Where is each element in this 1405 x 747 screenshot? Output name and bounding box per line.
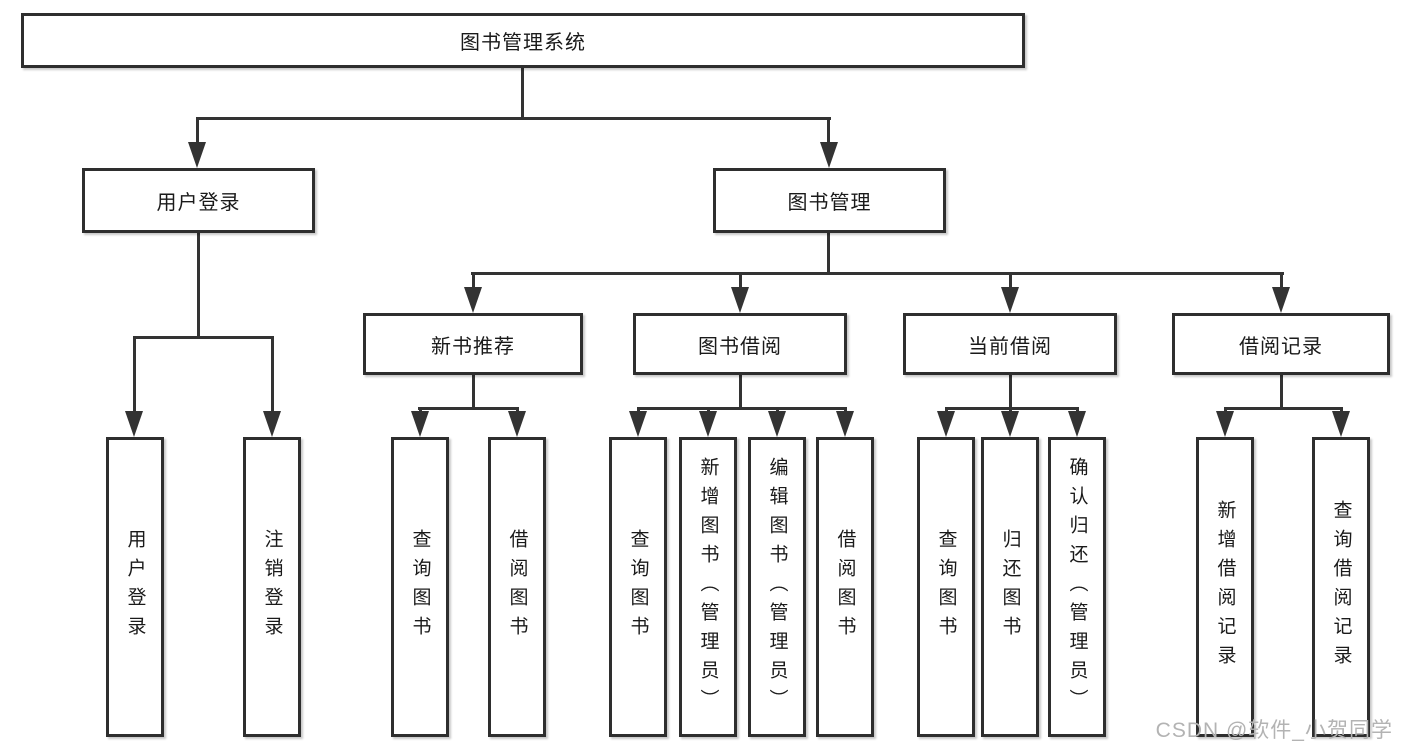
- leaf-logout: 注销登录: [243, 437, 301, 737]
- leaf-current-query-books: 查询图书: [917, 437, 975, 737]
- connector-book-borrow-split: [637, 407, 847, 410]
- arrow-down-icon: [1332, 411, 1350, 437]
- leaf-confirm-return-admin-label: 确认归还（管理员）: [1066, 456, 1088, 718]
- connector-to-user-login: [196, 117, 199, 145]
- node-book-borrow: 图书借阅: [633, 313, 847, 375]
- arrow-down-icon: [411, 411, 429, 437]
- node-current-borrow: 当前借阅: [903, 313, 1117, 375]
- connector-borrow-records-split: [1224, 407, 1343, 410]
- arrow-down-icon: [937, 411, 955, 437]
- connector-to-new-book-rec: [472, 272, 475, 290]
- leaf-edit-book-admin: 编辑图书（管理员）: [748, 437, 806, 737]
- node-user-login-label: 用户登录: [156, 192, 241, 214]
- leaf-add-borrow-record-label: 新增借阅记录: [1214, 500, 1236, 674]
- node-root: 图书管理系统: [21, 13, 1025, 68]
- connector-to-current-borrow: [1009, 272, 1012, 290]
- leaf-query-borrow-record-label: 查询借阅记录: [1330, 500, 1352, 674]
- connector-book-borrow-stem: [739, 375, 742, 408]
- leaf-logout-label: 注销登录: [261, 529, 283, 645]
- arrow-down-icon: [1272, 287, 1290, 313]
- arrow-down-icon: [699, 411, 717, 437]
- arrow-down-icon: [464, 287, 482, 313]
- arrow-down-icon: [263, 411, 281, 437]
- arrow-down-icon: [731, 287, 749, 313]
- arrow-down-icon: [768, 411, 786, 437]
- node-new-book-recommend: 新书推荐: [363, 313, 583, 375]
- node-book-borrow-label: 图书借阅: [698, 335, 782, 358]
- connector-to-leaf-login: [133, 336, 136, 414]
- leaf-confirm-return-admin: 确认归还（管理员）: [1048, 437, 1106, 737]
- leaf-user-login-label: 用户登录: [124, 529, 146, 645]
- node-root-label: 图书管理系统: [460, 32, 586, 54]
- connector-book-mgmt-stem: [827, 233, 830, 275]
- arrow-down-icon: [125, 411, 143, 437]
- connector-user-login-split: [133, 336, 274, 339]
- connector-to-borrow-records: [1280, 272, 1283, 290]
- leaf-query-borrow-record: 查询借阅记录: [1312, 437, 1370, 737]
- leaf-rec-query-books-label: 查询图书: [409, 529, 431, 645]
- leaf-return-book-label: 归还图书: [999, 529, 1021, 645]
- arrow-down-icon: [1001, 411, 1019, 437]
- node-borrow-records-label: 借阅记录: [1239, 335, 1323, 358]
- leaf-borrow-books-label: 借阅图书: [834, 529, 856, 645]
- leaf-return-book: 归还图书: [981, 437, 1039, 737]
- leaf-rec-borrow-books: 借阅图书: [488, 437, 546, 737]
- connector-book-mgmt-split: [471, 272, 1284, 275]
- node-borrow-records: 借阅记录: [1172, 313, 1390, 375]
- connector-new-book-rec-stem: [472, 375, 475, 408]
- arrow-down-icon: [1216, 411, 1234, 437]
- connector-to-book-borrow: [739, 272, 742, 290]
- leaf-user-login: 用户登录: [106, 437, 164, 737]
- leaf-add-book-admin: 新增图书（管理员）: [679, 437, 737, 737]
- arrow-down-icon: [1068, 411, 1086, 437]
- connector-root-split: [196, 117, 831, 120]
- watermark: CSDN @软件_小贺同学: [1155, 719, 1393, 742]
- connector-current-borrow-split: [945, 407, 1079, 410]
- connector-current-borrow-stem: [1009, 375, 1012, 408]
- leaf-edit-book-admin-label: 编辑图书（管理员）: [766, 456, 788, 718]
- connector-to-book-mgmt: [827, 117, 830, 145]
- arrow-down-icon: [508, 411, 526, 437]
- leaf-borrow-books: 借阅图书: [816, 437, 874, 737]
- connector-root-stem: [521, 68, 524, 118]
- node-current-borrow-label: 当前借阅: [968, 335, 1052, 358]
- node-user-login: 用户登录: [82, 168, 315, 233]
- arrow-down-icon: [1001, 287, 1019, 313]
- node-book-mgmt: 图书管理: [713, 168, 946, 233]
- arrow-down-icon: [836, 411, 854, 437]
- leaf-rec-borrow-books-label: 借阅图书: [506, 529, 528, 645]
- leaf-add-borrow-record: 新增借阅记录: [1196, 437, 1254, 737]
- arrow-down-icon: [188, 142, 206, 168]
- connector-user-login-stem: [197, 233, 200, 337]
- arrow-down-icon: [820, 142, 838, 168]
- connector-borrow-records-stem: [1280, 375, 1283, 408]
- leaf-borrow-query-books-label: 查询图书: [627, 529, 649, 645]
- leaf-add-book-admin-label: 新增图书（管理员）: [697, 456, 719, 718]
- leaf-rec-query-books: 查询图书: [391, 437, 449, 737]
- node-new-book-recommend-label: 新书推荐: [431, 335, 515, 358]
- leaf-current-query-books-label: 查询图书: [935, 529, 957, 645]
- node-book-mgmt-label: 图书管理: [787, 192, 872, 214]
- connector-new-book-rec-split: [418, 407, 519, 410]
- arrow-down-icon: [629, 411, 647, 437]
- leaf-borrow-query-books: 查询图书: [609, 437, 667, 737]
- connector-to-leaf-logout: [271, 336, 274, 414]
